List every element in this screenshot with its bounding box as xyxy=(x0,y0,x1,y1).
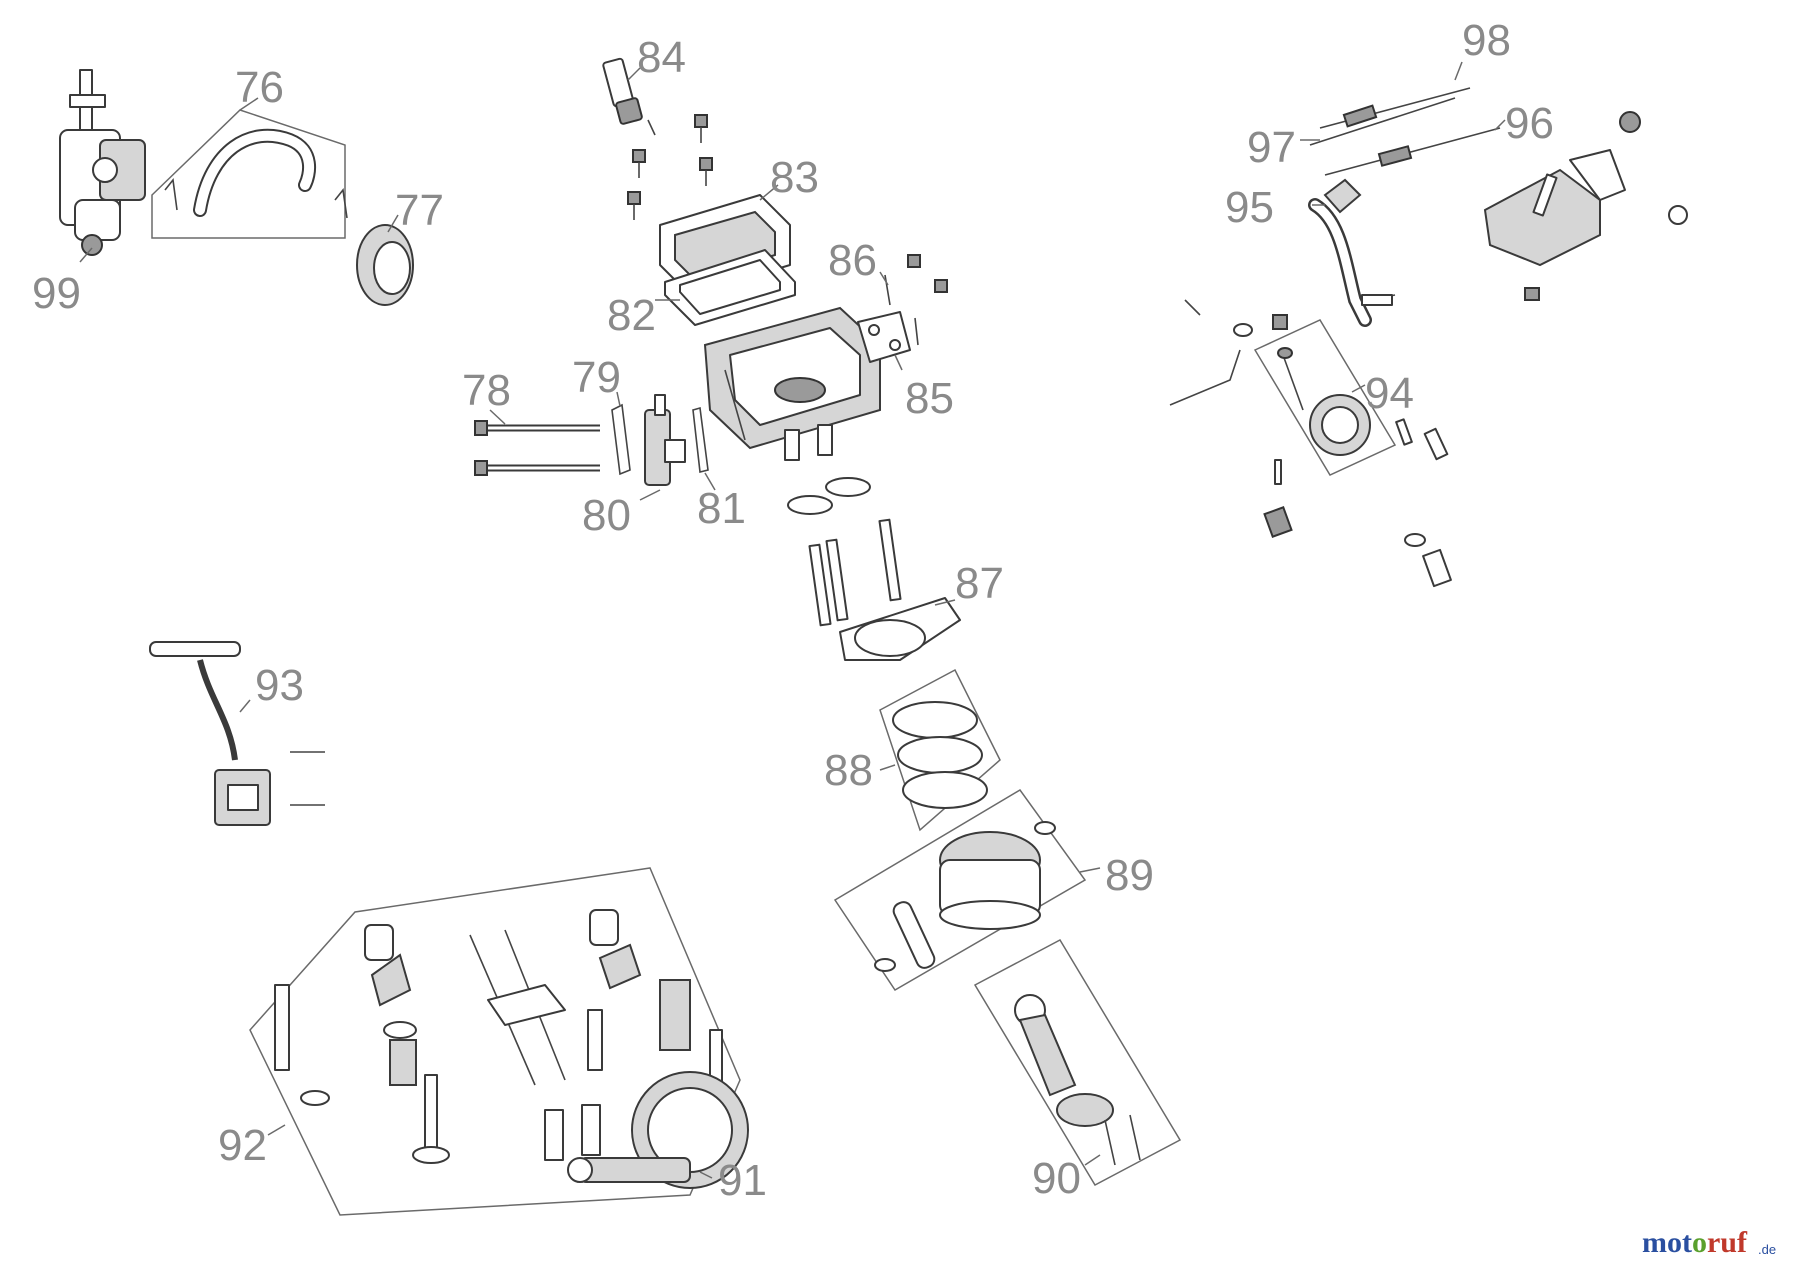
label-89: 89 xyxy=(1105,851,1154,900)
governor-gear-box xyxy=(1253,319,1397,476)
fuel-line-part xyxy=(164,128,348,219)
control-bracket-part xyxy=(1483,111,1688,301)
label-98: 98 xyxy=(1462,16,1511,65)
head-bolts xyxy=(808,518,902,627)
motoruf-logo: motoruf .de xyxy=(1642,1226,1776,1259)
connecting-rod-part xyxy=(1014,994,1141,1166)
cap-part xyxy=(356,224,414,306)
governor-arm-part xyxy=(1308,178,1396,327)
piston-rings-part xyxy=(892,701,988,809)
governor-spring-short xyxy=(1309,97,1456,146)
label-76: 76 xyxy=(235,63,284,112)
label-95: 95 xyxy=(1225,183,1274,232)
label-86: 86 xyxy=(828,236,877,285)
label-96: 96 xyxy=(1505,99,1554,148)
small-hardware xyxy=(1263,418,1452,588)
label-97: 97 xyxy=(1247,123,1296,172)
manifold-gasket-part xyxy=(692,406,709,473)
cover-bolts xyxy=(627,114,713,220)
valve-lifters xyxy=(784,424,871,515)
part-labels: 76 77 78 79 80 81 82 83 84 85 86 87 88 8… xyxy=(32,16,1554,1205)
label-87: 87 xyxy=(955,559,1004,608)
valve-train-kit-box xyxy=(249,867,741,1216)
label-88: 88 xyxy=(824,746,873,795)
label-85: 85 xyxy=(905,374,954,423)
governor-gear-part xyxy=(1277,347,1371,456)
throttle-spring xyxy=(1324,127,1501,176)
valve-cover-gasket-part xyxy=(664,249,796,326)
label-79: 79 xyxy=(572,353,621,402)
label-84: 84 xyxy=(637,33,686,82)
push-rod-studs xyxy=(474,420,600,476)
svg-text:motoruf: motoruf xyxy=(1642,1226,1748,1259)
valve-cover-part xyxy=(659,194,791,296)
label-80: 80 xyxy=(582,491,631,540)
label-94: 94 xyxy=(1365,369,1414,418)
label-83: 83 xyxy=(770,153,819,202)
label-81: 81 xyxy=(697,484,746,533)
spark-plug-part xyxy=(602,57,656,136)
intake-gasket-part xyxy=(611,403,631,476)
cylinder-head-part xyxy=(703,306,881,450)
label-93: 93 xyxy=(255,661,304,710)
label-78: 78 xyxy=(462,366,511,415)
governor-spring-long xyxy=(1319,87,1471,129)
fuel-line-kit-box xyxy=(151,109,346,239)
studs-nuts-part xyxy=(884,254,948,346)
intake-manifold-part xyxy=(644,394,686,486)
ignition-coil-part xyxy=(149,641,325,826)
piston-part xyxy=(874,821,1056,972)
svg-text:.de: .de xyxy=(1758,1242,1776,1257)
carburetor-part xyxy=(59,69,146,256)
valve-train-parts xyxy=(274,909,735,1164)
label-92: 92 xyxy=(218,1121,267,1170)
connecting-rod-box xyxy=(973,939,1182,1186)
label-99: 99 xyxy=(32,269,81,318)
camshaft-part xyxy=(567,1071,749,1189)
head-gasket-part xyxy=(839,597,961,661)
label-82: 82 xyxy=(607,291,656,340)
label-77: 77 xyxy=(395,186,444,235)
label-91: 91 xyxy=(718,1156,767,1205)
exhaust-gasket-part xyxy=(857,311,911,363)
piston-kit-box xyxy=(833,789,1087,992)
linkage-rod-part xyxy=(1169,294,1393,406)
label-90: 90 xyxy=(1032,1154,1081,1203)
